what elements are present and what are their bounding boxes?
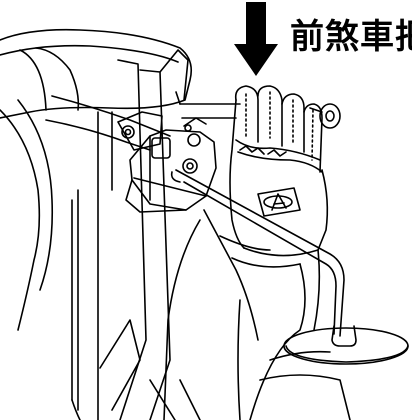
brake-lever xyxy=(170,169,345,337)
down-arrow-icon xyxy=(234,2,278,76)
headlight-fairing xyxy=(0,28,193,119)
clamp-bolt xyxy=(175,91,181,105)
frame-column xyxy=(99,49,189,420)
emblem-icon xyxy=(257,187,301,217)
lever-mount xyxy=(117,111,217,213)
headlight-lens xyxy=(0,99,54,331)
caption-front-brake-lever: 前煞車把 xyxy=(290,17,412,57)
mirror-disc xyxy=(283,325,409,365)
gloved-hand xyxy=(163,85,351,420)
handlebar xyxy=(45,95,341,151)
fork-tube xyxy=(71,111,113,420)
